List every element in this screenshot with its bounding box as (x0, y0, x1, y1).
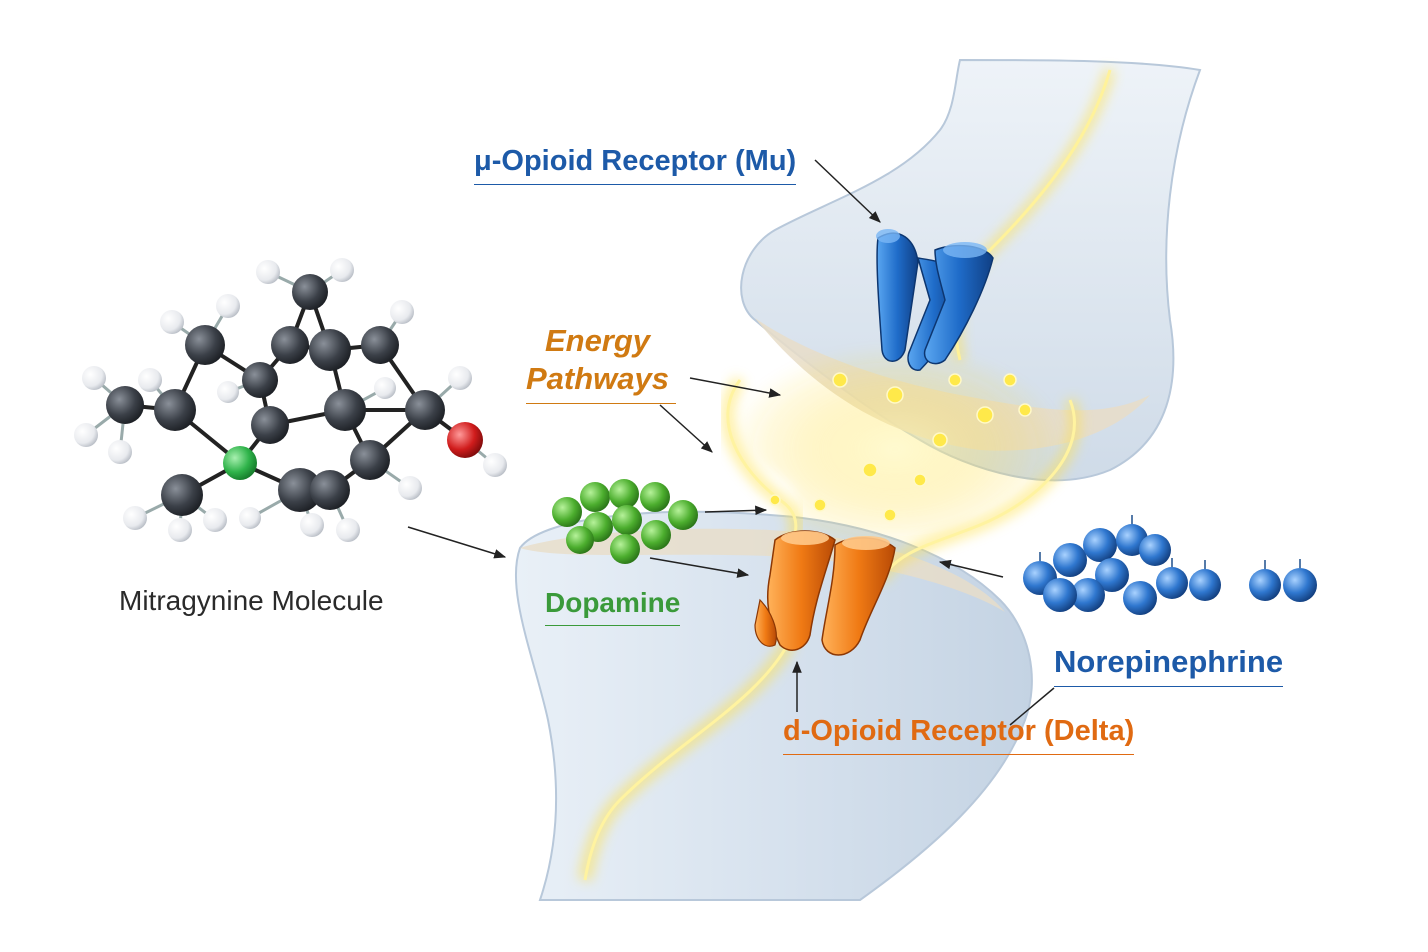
norepinephrine-cluster-icon (1023, 515, 1317, 615)
energy-label-underline (526, 403, 676, 404)
norepinephrine-leader (1009, 687, 1055, 726)
mu-receptor-icon (876, 229, 994, 371)
norepinephrine-pointer-arrow (938, 559, 1004, 578)
dopamine-label: Dopamine (545, 587, 681, 626)
delta-receptor-label: d-Opioid Receptor (Delta) (783, 715, 1135, 755)
delta-receptor-icon (754, 530, 896, 656)
energy-label-line1: Energy (544, 323, 651, 358)
pointer-arrows (407, 159, 1055, 726)
mu-receptor-label: μ-Opioid Receptor (Mu) (474, 145, 797, 185)
molecule-pointer-arrow (407, 526, 507, 559)
molecule-label: Mitragynine Molecule (119, 585, 384, 616)
energy-pathways-label: Energy Pathways (526, 322, 669, 398)
energy-pathways (578, 68, 1115, 882)
dopamine-pointer-arrow-2 (704, 505, 768, 516)
energy-pointer-arrow-2 (689, 377, 782, 398)
norepinephrine-label: Norepinephrine (1054, 644, 1284, 687)
energy-label-line2: Pathways (526, 361, 670, 396)
mitragynine-molecule-icon (74, 258, 507, 542)
energy-pointer-arrow (659, 404, 713, 453)
dopamine-cluster-icon (552, 479, 698, 564)
dopamine-pointer-arrow (649, 557, 750, 578)
mu-pointer-arrow (814, 159, 881, 223)
